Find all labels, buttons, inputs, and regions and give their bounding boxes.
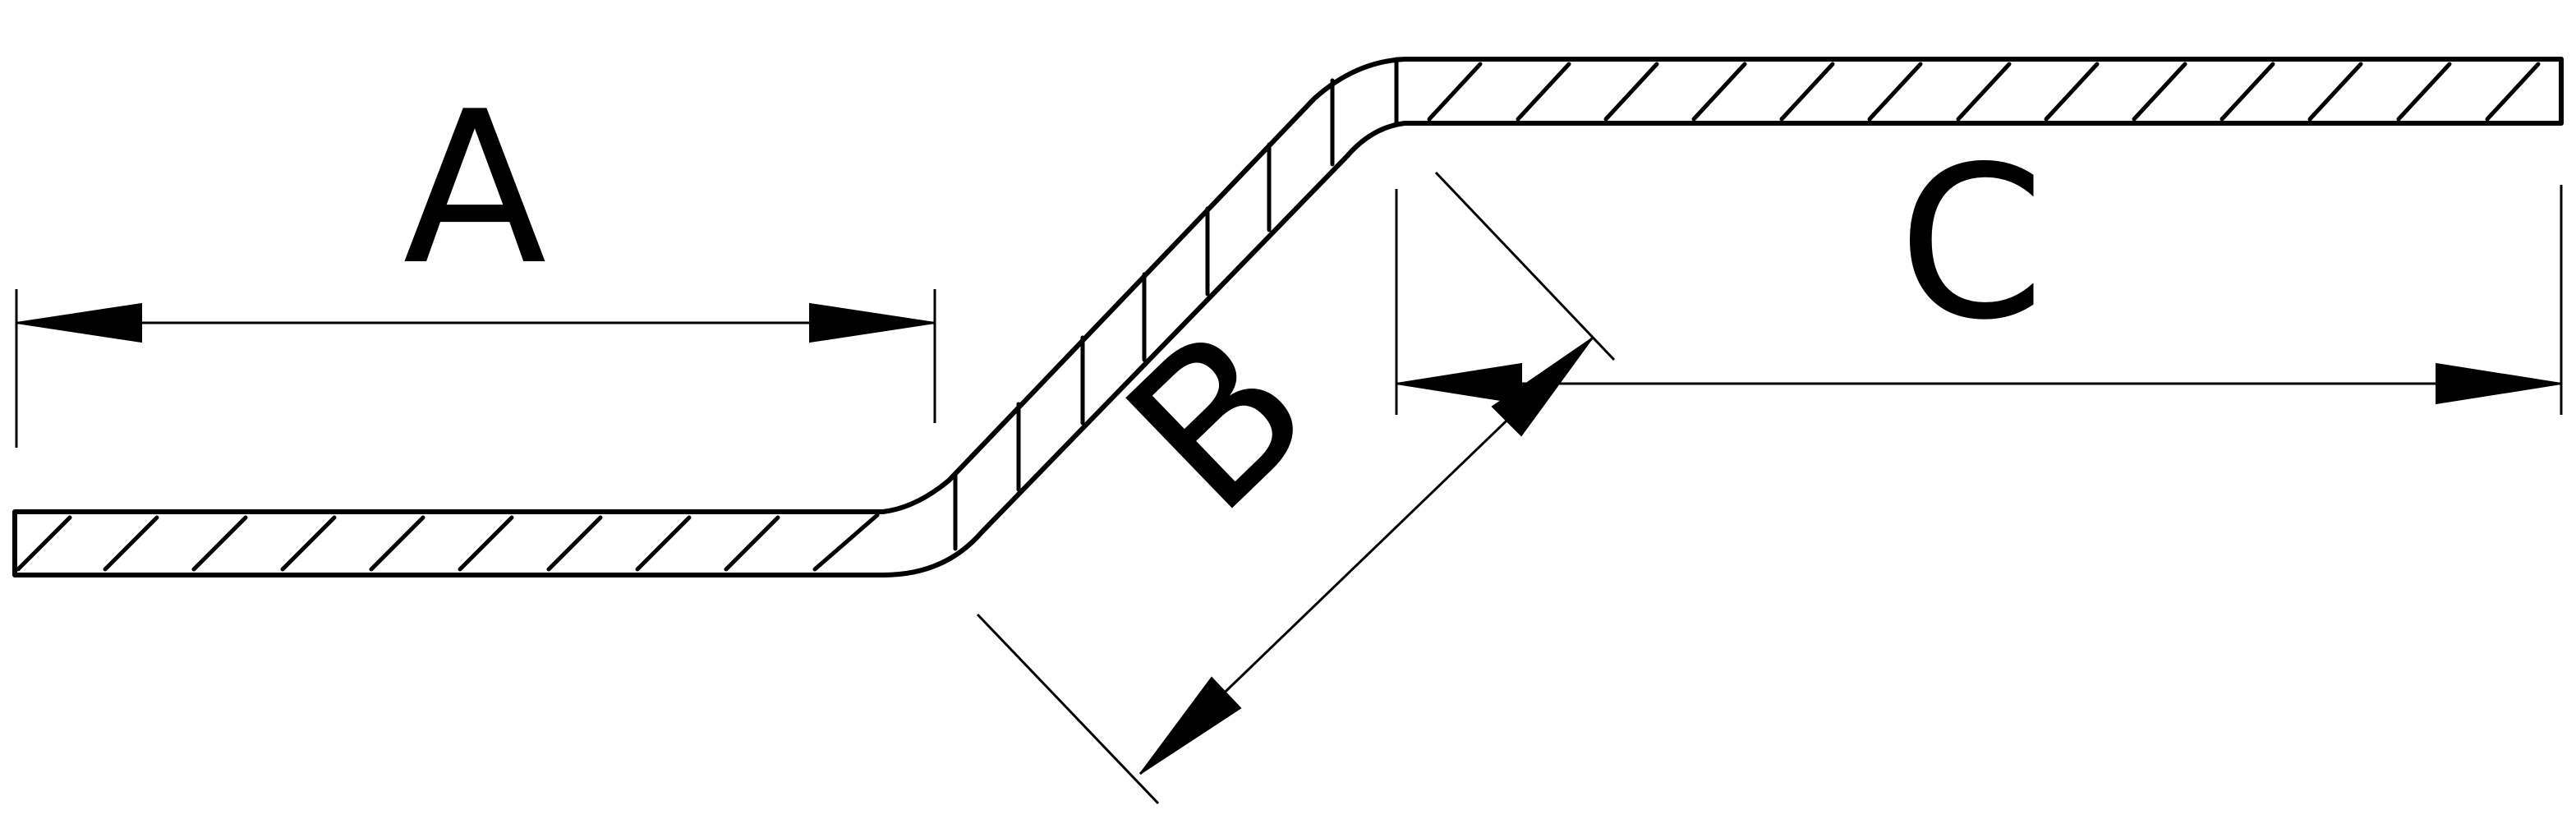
- arrowhead-a-left: [16, 302, 142, 343]
- bent-strip: [12, 57, 2564, 577]
- strip-outline: [12, 57, 2564, 577]
- hatching-incline: [1016, 78, 1335, 492]
- hatching-right-flat: [1427, 62, 2541, 122]
- dimension-label-a: A: [402, 67, 546, 311]
- arrowhead-b-upper: [1491, 338, 1593, 437]
- arrowhead-a-right: [809, 302, 936, 343]
- extension-line-b-lower: [976, 613, 1160, 805]
- arrowhead-b-lower: [1139, 676, 1242, 775]
- extension-line-b-upper: [1434, 171, 1616, 361]
- arrowhead-c-right: [2436, 362, 2562, 405]
- hatching-left-flat: [16, 513, 880, 572]
- dimension-b: B: [976, 171, 1616, 805]
- arrowhead-c-left: [1396, 362, 1522, 405]
- dimension-c: C: [1395, 122, 2563, 415]
- dimension-label-c: C: [1898, 122, 2045, 366]
- dimension-label-b: B: [1082, 283, 1355, 559]
- dimension-a: A: [15, 67, 936, 448]
